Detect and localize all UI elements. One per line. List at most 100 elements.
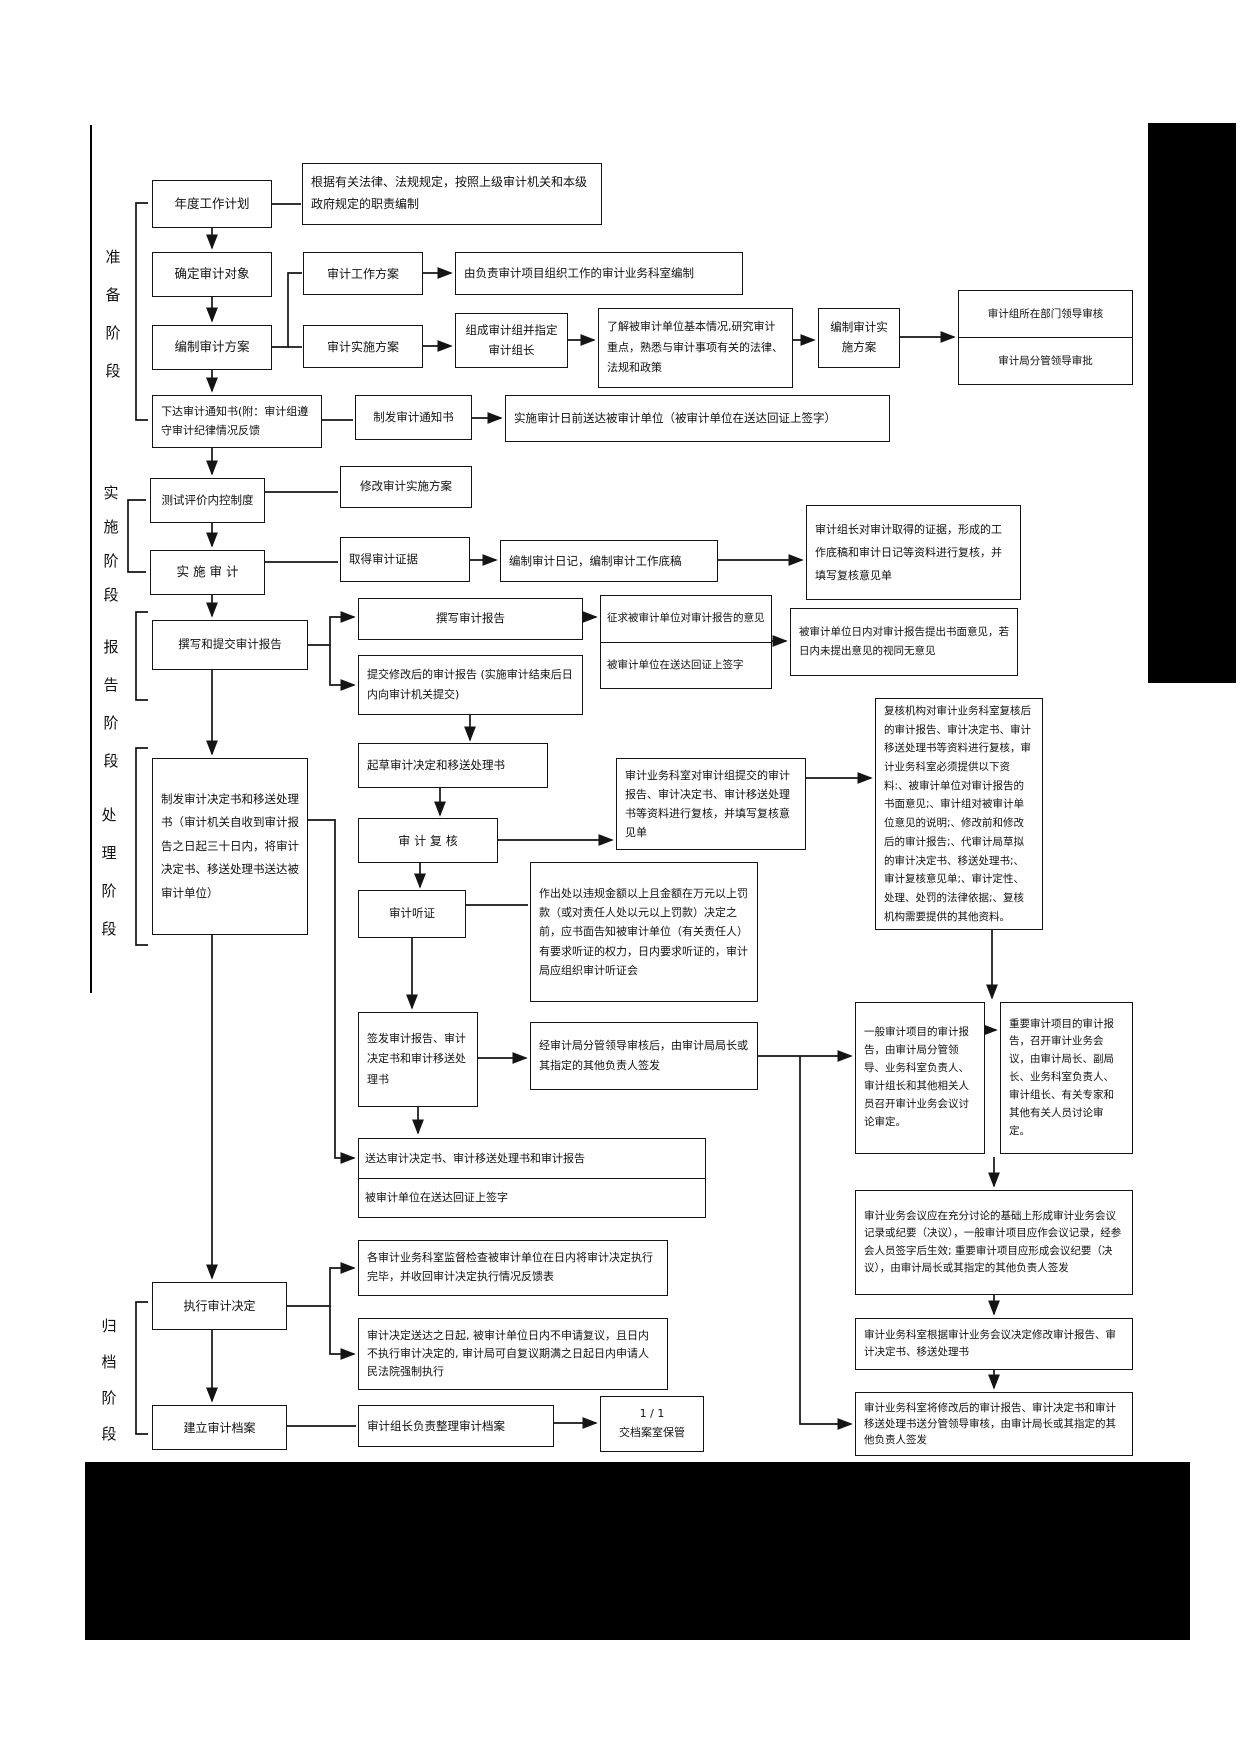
submit-revised-report-text: 提交修改后的审计报告 (实施审计结束后日内向审计机关提交) [367,668,573,701]
seek-opinion-box: 征求被审计单位对审计报告的意见被审计单位在送达回证上签字 [600,595,772,689]
flow-line-51 [135,747,148,946]
flow-line-52 [135,1301,148,1435]
obtain-evidence-box: 取得审计证据 [340,537,470,582]
deliver-decision-cell-1: 被审计单位在送达回证上签字 [359,1177,705,1218]
dept-leader-review-cell-1: 审计局分管领导审批 [959,337,1132,384]
draft-decision-box: 起草审计决定和移送处理书 [358,743,548,788]
build-archive-text: 建立审计档案 [183,1420,256,1435]
test-internal-control-box: 测试评价内控制度 [150,478,265,523]
stage-archive-label: 归 档 阶 段 [101,1317,117,1443]
important-project-box: 重要审计项目的审计报告，召开审计业务会议，由审计局长、副局长、业务科室负责人、审… [1000,1002,1133,1154]
important-project-text: 重要审计项目的审计报告，召开审计业务会议，由审计局长、副局长、业务科室负责人、审… [1009,1017,1114,1137]
implement-audit-box: 实 施 审 计 [150,550,265,595]
impl-plan-text: 审计实施方案 [326,339,399,354]
make-audit-plan-box: 编制审计方案 [152,325,272,370]
general-project-text: 一般审计项目的审计报告，由审计局分管领导、业务科室负责人、审计组长和其他相关人员… [864,1026,969,1128]
make-notice-box: 制发审计通知书 [355,395,472,440]
make-notice-text: 制发审计通知书 [373,409,454,424]
send-leader-sign-text: 审计业务科室将修改后的审计报告、审计决定书和审计移送处理书送分管领导审核，由审计… [864,1401,1116,1447]
dept-review-box: 审计业务科室对审计组提交的审计报告、审计决定书、审计移送处理书等资料进行复核，并… [616,758,806,850]
form-group-text: 组成审计组并指定审计组长 [465,322,558,357]
send-leader-sign-box: 审计业务科室将修改后的审计报告、审计决定书和审计移送处理书送分管领导审核，由审计… [855,1392,1133,1456]
audit-hearing-text: 审计听证 [389,906,435,921]
confirm-object-text: 确定审计对象 [174,266,250,282]
general-project-box: 一般审计项目的审计报告，由审计局分管领导、业务科室负责人、审计组长和其他相关人员… [855,1002,985,1154]
archive-keep-box: 1 / 1 交档案室保管 [600,1396,704,1452]
annual-plan-text: 年度工作计划 [174,195,250,211]
dept-leader-review-cell-0: 审计组所在部门领导审核 [987,307,1104,320]
flow-line-49 [127,499,146,573]
basis-note-text: 根据有关法律、法规规定，按照上级审计机关和本级政府规定的职责编制 [311,175,588,211]
leader-sign-box: 经审计局分管领导审核后，由审计局局长或其指定的其他负责人签发 [530,1022,758,1090]
stage-prepare-label: 准 备 阶 段 [105,248,121,380]
write-submit-report-box: 撰写和提交审计报告 [152,620,308,670]
hearing-note-box: 作出处以违规金额以上且金额在万元以上罚款（或对责任人处以元以上罚款）决定之前，应… [530,862,758,1002]
flow-arrow-42 [308,819,356,1164]
issue-decision-main-text: 制发审计决定书和移送处理书（审计机关自收到审计报告之日起三十日内，将审计决定书、… [161,791,299,900]
audit-hearing-box: 审计听证 [358,890,466,938]
stage-implement-label: 实 施 阶 段 [103,484,119,604]
left-rule-line [90,125,92,993]
form-group-box: 组成审计组并指定审计组长 [455,313,568,368]
work-plan-maker-box: 由负责审计项目组织工作的审计业务科室编制 [455,252,743,295]
flow-arrow-44 [287,1262,356,1307]
written-opinion-box: 被审计单位日内对审计报告提出书面意见，若日内未提出意见的视同无意见 [790,608,1018,676]
organize-archive-text: 审计组长负责整理审计档案 [367,1418,505,1433]
modify-per-meeting-box: 审计业务科室根据审计业务会议决定修改审计报告、审计决定书、移送处理书 [855,1318,1133,1370]
org-review-box: 复核机构对审计业务科室复核后的审计报告、审计决定书、审计移送处理书等资料进行复核… [875,698,1043,930]
bottom-black-band [85,1462,1190,1640]
issue-notice-main-box: 下达审计通知书(附：审计组遵守审计纪律情况反馈 [152,395,322,448]
supervise-execution-box: 各审计业务科室监督检查被审计单位在日内将审计决定执行完毕，并收回审计决定执行情况… [358,1240,668,1296]
modify-impl-plan-text: 修改审计实施方案 [360,479,452,494]
meeting-record-text: 审计业务会议应在充分讨论的基础上形成审计业务会议记录或纪要（决议），一般审计项目… [864,1209,1122,1274]
sign-issue-box: 签发审计报告、审计决定书和审计移送处理书 [358,1012,478,1107]
submit-revised-report-box: 提交修改后的审计报告 (实施审计结束后日内向审计机关提交) [358,655,583,715]
deliver-decision-cell-0: 送达审计决定书、审计移送处理书和审计报告 [365,1151,585,1165]
audit-review-box: 审 计 复 核 [358,818,498,863]
leader-sign-text: 经审计局分管领导审核后，由审计局局长或其指定的其他负责人签发 [539,1039,748,1072]
written-opinion-text: 被审计单位日内对审计报告提出书面意见，若日内未提出意见的视同无意见 [799,626,1009,657]
obtain-evidence-text: 取得审计证据 [349,551,418,566]
basis-note-box: 根据有关法律、法规规定，按照上级审计机关和本级政府规定的职责编制 [302,163,602,225]
flow-arrow-24 [329,645,356,691]
organize-archive-box: 审计组长负责整理审计档案 [358,1405,554,1447]
draft-decision-text: 起草审计决定和移送处理书 [367,758,505,773]
execute-decision-text: 执行审计决定 [183,1299,256,1313]
stage-process-label: 处 理 阶 段 [101,806,117,938]
understand-unit-box: 了解被审计单位基本情况,研究审计重点，熟悉与审计事项有关的法律、法规和政策 [598,308,793,388]
hearing-note-text: 作出处以违规金额以上且金额在万元以上罚款（或对责任人处以元以上罚款）决定之前，应… [539,886,748,977]
leader-review-text: 审计组长对审计取得的证据，形成的工作底稿和审计日记等资料进行复核，并填写复核意见… [815,522,1002,583]
write-report-box: 撰写审计报告 [358,598,583,640]
right-black-bar [1148,123,1236,683]
execute-decision-box: 执行审计决定 [152,1282,287,1330]
flow-line-10 [272,272,302,348]
audit-diary-box: 编制审计日记，编制审计工作底稿 [500,540,718,582]
dept-leader-review-box: 审计组所在部门领导审核审计局分管领导审批 [958,290,1133,385]
audit-diary-text: 编制审计日记，编制审计工作底稿 [509,553,682,568]
archive-keep-text: 1 / 1 交档案室保管 [619,1407,685,1439]
modify-per-meeting-text: 审计业务科室根据审计业务会议决定修改审计报告、审计决定书、移送处理书 [864,1329,1116,1358]
flow-arrow-23 [308,611,356,646]
work-plan-box: 审计工作方案 [303,252,423,295]
seek-opinion-cell-0: 征求被审计单位对审计报告的意见 [607,612,765,625]
sign-issue-text: 签发审计报告、审计决定书和审计移送处理书 [367,1031,466,1086]
deliver-notice-box: 实施审计日前送达被审计单位（被审计单位在送达回证上签字） [505,395,890,442]
flow-line-48 [135,202,148,421]
understand-unit-text: 了解被审计单位基本情况,研究审计重点，熟悉与审计事项有关的法律、法规和政策 [607,320,783,375]
enforce-decision-box: 审计决定送达之日起, 被审计单位日内不申请复议，且日内不执行审计决定的, 审计局… [358,1318,668,1390]
flow-line-50 [135,611,148,701]
prepare-impl-plan-box: 编制审计实施方案 [818,308,900,368]
stage-report-label: 报 告 阶 段 [103,638,119,770]
flow-arrow-45 [329,1306,356,1360]
prepare-impl-plan-text: 编制审计实施方案 [830,320,888,354]
write-report-text: 撰写审计报告 [436,611,505,626]
annual-plan-box: 年度工作计划 [152,180,272,228]
impl-plan-box: 审计实施方案 [303,325,423,368]
make-audit-plan-text: 编制审计方案 [174,339,250,355]
build-archive-box: 建立审计档案 [152,1405,287,1450]
seek-opinion-cell-1: 被审计单位在送达回证上签字 [601,641,771,689]
supervise-execution-text: 各审计业务科室监督检查被审计单位在日内将审计决定执行完毕，并收回审计决定执行情况… [367,1251,653,1283]
write-submit-report-text: 撰写和提交审计报告 [178,637,282,652]
